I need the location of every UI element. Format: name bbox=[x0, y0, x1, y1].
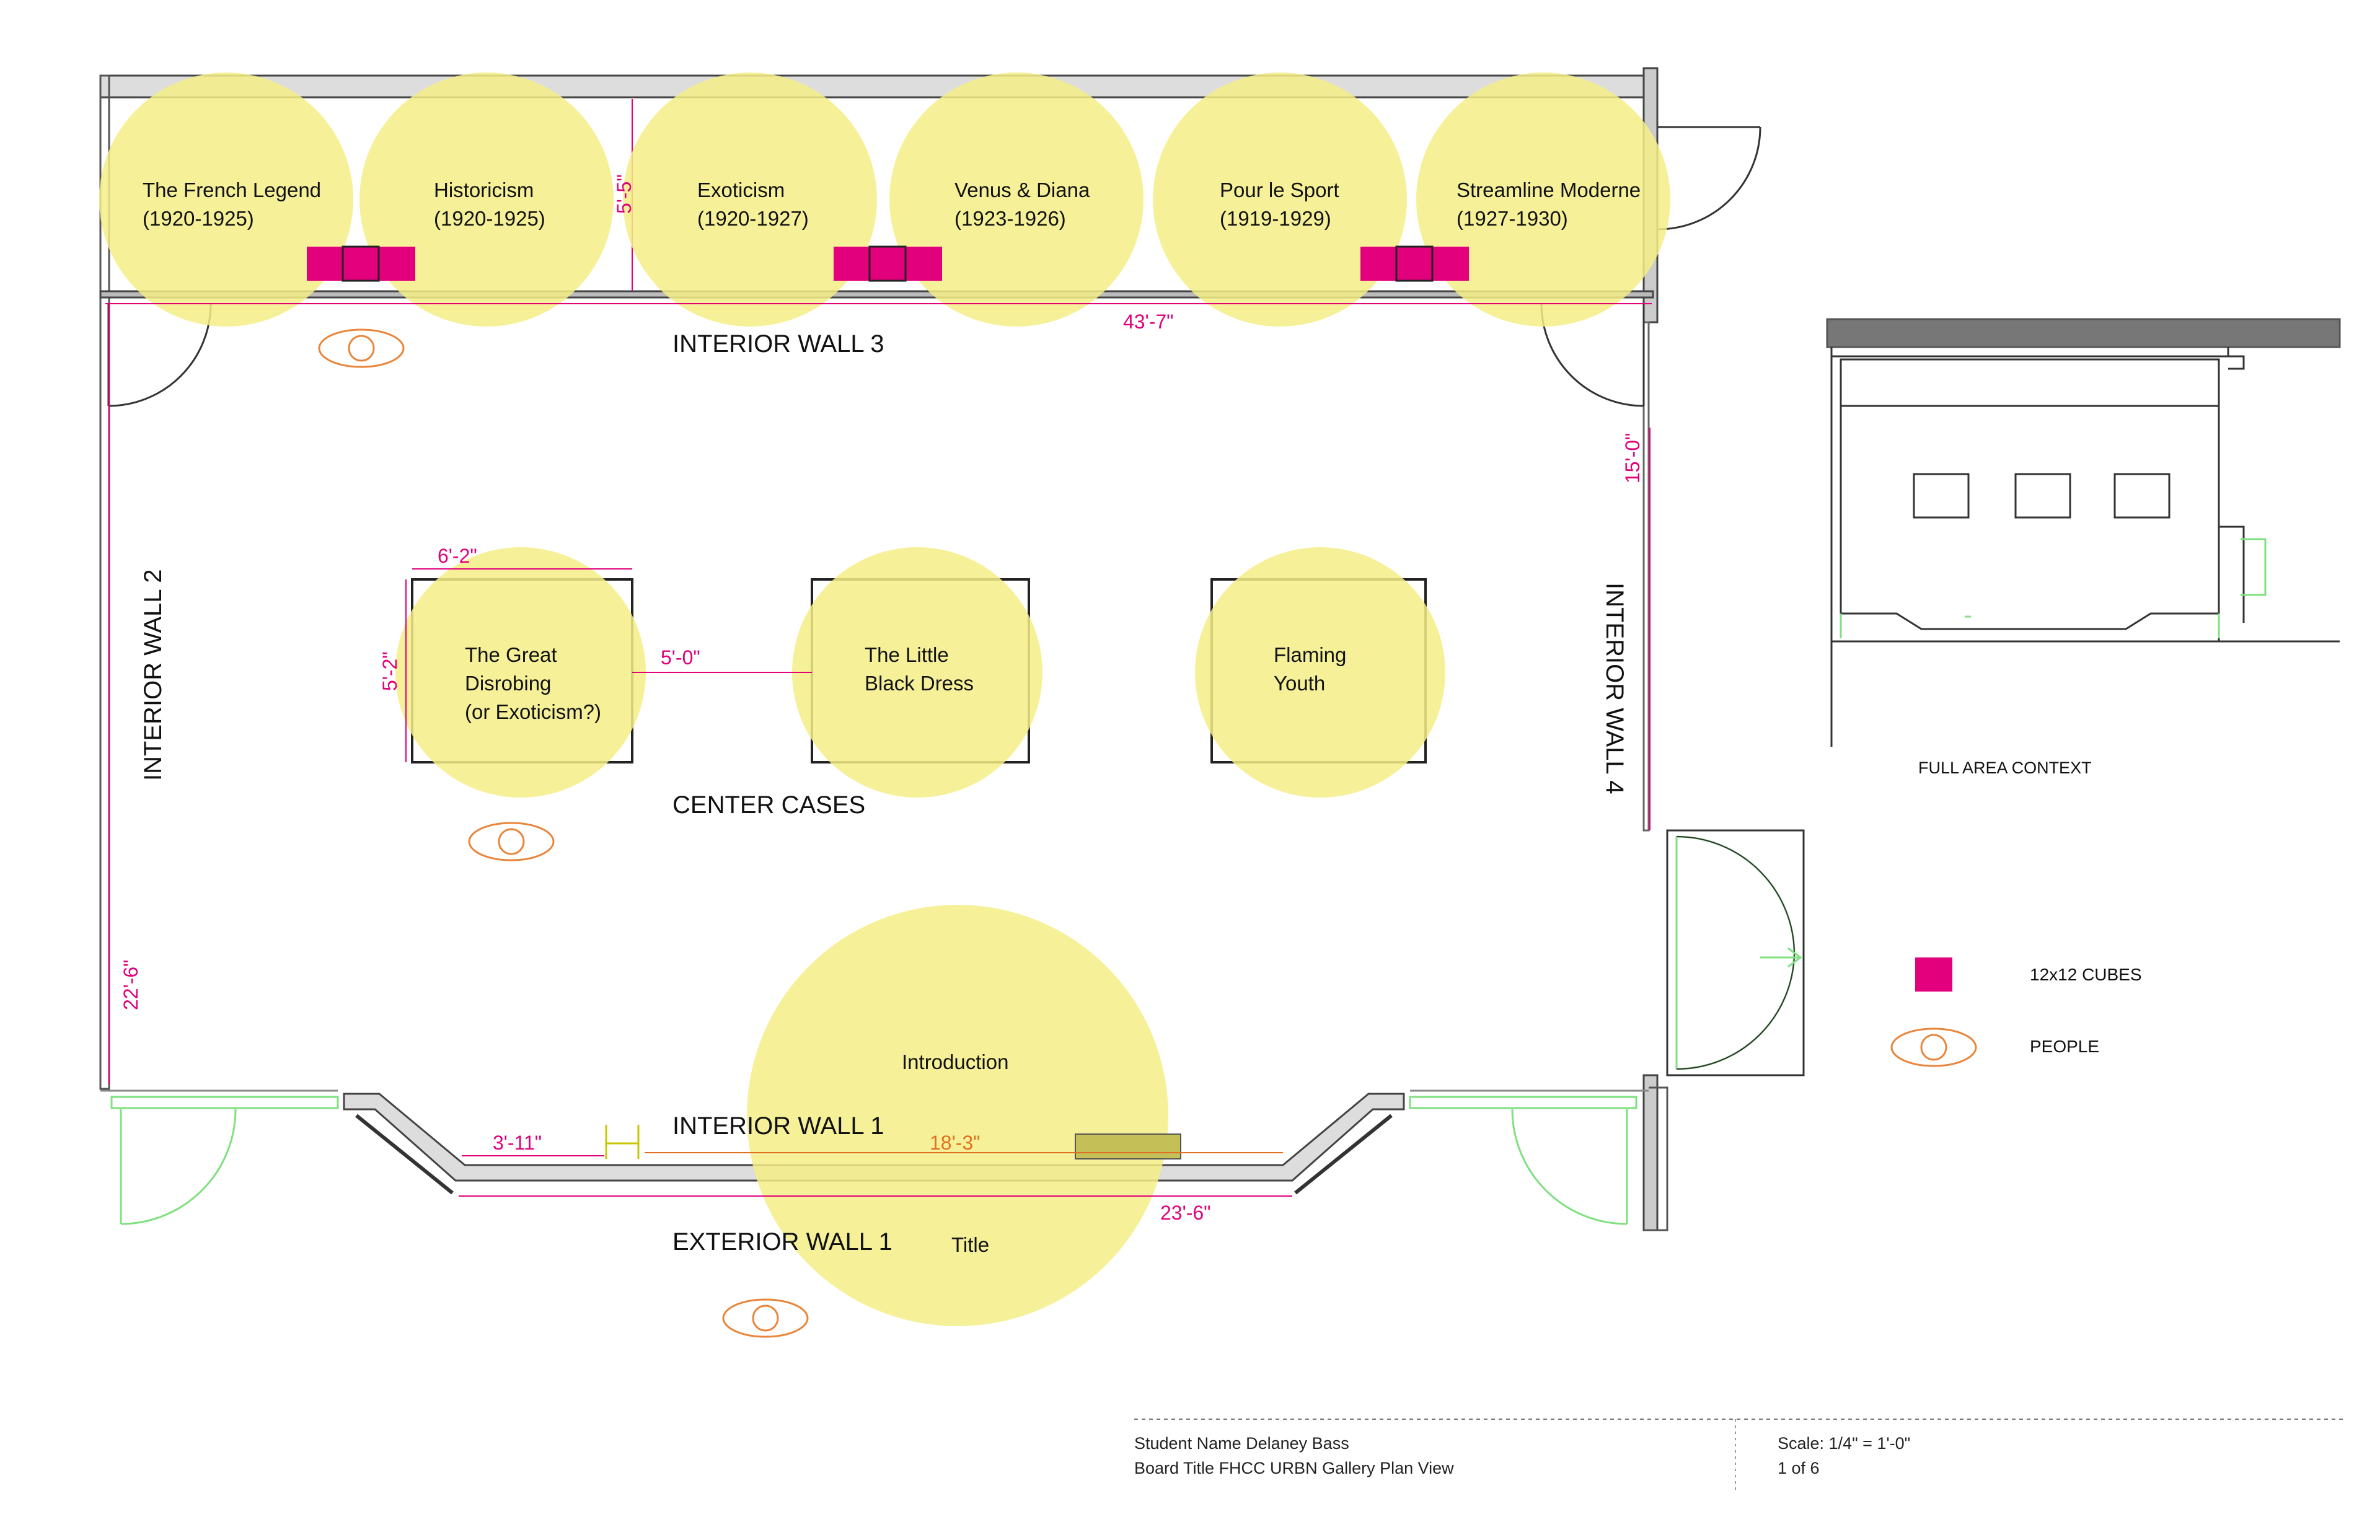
interior-wall-3-line bbox=[99, 290, 1654, 299]
green-dim bbox=[605, 1125, 640, 1159]
title-block: Student Name Delaney Bass Board Title FH… bbox=[1134, 1419, 2346, 1490]
window-left bbox=[355, 1114, 454, 1195]
context-side-walls bbox=[1840, 406, 2220, 614]
zone-exoticism bbox=[623, 73, 877, 327]
wall-labels: INTERIOR WALL 3 CENTER CASES INTERIOR WA… bbox=[139, 330, 1628, 1256]
label-pour-le-sport: Pour le Sport(1919-1929) bbox=[1220, 178, 1339, 230]
dim-ext-long: 23'-6" bbox=[1160, 1202, 1211, 1224]
label-venus-diana: Venus & Diana(1923-1926) bbox=[954, 178, 1090, 230]
label-interior-wall-1: INTERIOR WALL 1 bbox=[672, 1112, 884, 1140]
zone-historicism bbox=[359, 73, 614, 327]
dim-case-depth: 5'-2" bbox=[379, 651, 401, 691]
zone-pour-le-sport bbox=[1153, 73, 1407, 327]
label-title: Title bbox=[951, 1233, 989, 1256]
context-top-band bbox=[1826, 318, 2341, 348]
label-introduction: Introduction bbox=[902, 1050, 1008, 1073]
people bbox=[318, 328, 809, 1338]
zones bbox=[99, 73, 1670, 1326]
context-entrances bbox=[1840, 614, 2220, 638]
person-2 bbox=[468, 822, 555, 861]
context-case-3 bbox=[2113, 473, 2171, 519]
cubes bbox=[307, 245, 1469, 282]
dim-case-width: 6'-2" bbox=[438, 545, 477, 567]
zone-labels: The French Legend(1920-1925) Historicism… bbox=[143, 178, 1641, 1256]
dim-ext-mid: 18'-3" bbox=[930, 1132, 981, 1154]
context-upper-room bbox=[1840, 358, 2220, 407]
context-walls bbox=[1831, 526, 2340, 643]
legend-cube-swatch bbox=[1915, 957, 1952, 992]
legend-cubes-label: 12x12 CUBES bbox=[2030, 965, 2142, 984]
dim-case-gap: 5'-0" bbox=[661, 646, 700, 669]
context-case-1 bbox=[1913, 473, 1970, 519]
entrance-right-door bbox=[1511, 1109, 1628, 1225]
cube-group-1 bbox=[307, 245, 415, 282]
intro-panel bbox=[1075, 1133, 1181, 1159]
exit-arrow-head bbox=[1787, 947, 1802, 968]
cube-group-2 bbox=[834, 245, 942, 282]
double-door-arcs bbox=[1676, 836, 1796, 1070]
legend-people-swatch bbox=[1890, 1027, 1977, 1067]
context-case-2 bbox=[2014, 473, 2071, 519]
label-french-legend: The French Legend(1920-1925) bbox=[143, 178, 321, 230]
label-historicism: Historicism(1920-1925) bbox=[434, 178, 545, 230]
label-center-cases: CENTER CASES bbox=[672, 791, 865, 819]
zone-little-black-dress bbox=[792, 547, 1042, 798]
legend-people-label: PEOPLE bbox=[2030, 1037, 2099, 1056]
label-interior-wall-2: INTERIOR WALL 2 bbox=[139, 569, 167, 781]
double-door-upper bbox=[1675, 835, 1796, 955]
outer-top-wall bbox=[99, 74, 1654, 99]
double-door-frame bbox=[1666, 829, 1805, 1076]
exterior-wall-1 bbox=[343, 1093, 1405, 1182]
label-exoticism: Exoticism(1920-1927) bbox=[697, 178, 809, 230]
legend: 12x12 CUBES PEOPLE bbox=[1890, 957, 2142, 1067]
person-1 bbox=[318, 328, 405, 368]
scale-text: Scale: 1/4" = 1'-0" bbox=[1778, 1434, 1910, 1453]
zone-french-legend bbox=[99, 73, 353, 327]
context-ext-wall bbox=[1841, 612, 2219, 630]
dim-wall4-length: 15'-0" bbox=[1621, 433, 1644, 483]
zone-streamline bbox=[1416, 73, 1670, 327]
zone-venus-diana bbox=[889, 73, 1144, 327]
student-name: Student Name Delaney Bass bbox=[1134, 1434, 1349, 1453]
context-label: FULL AREA CONTEXT bbox=[1918, 759, 2092, 777]
dim-wall3-length: 43'-7" bbox=[1123, 310, 1174, 333]
board-title: Board Title FHCC URBN Gallery Plan View bbox=[1134, 1459, 1454, 1477]
door-left-swing bbox=[108, 303, 212, 407]
outer-right-step bbox=[1644, 1086, 1668, 1231]
dimension-lines bbox=[105, 303, 1652, 1197]
context-frame bbox=[1830, 347, 2245, 747]
entrance-left-door bbox=[120, 1109, 237, 1225]
zone-introduction bbox=[747, 905, 1168, 1326]
window-right bbox=[1294, 1114, 1393, 1195]
context-exit-door bbox=[2241, 538, 2267, 596]
entrance-right-frame bbox=[1409, 1096, 1637, 1109]
context-map bbox=[1826, 318, 2341, 747]
door-top-right-swing bbox=[1657, 126, 1761, 231]
label-interior-wall-3: INTERIOR WALL 3 bbox=[672, 330, 884, 358]
zone-flaming-youth bbox=[1195, 547, 1445, 798]
dim-alcove-depth: 5'-5" bbox=[613, 174, 635, 214]
cube-group-3 bbox=[1360, 245, 1469, 282]
page-number: 1 of 6 bbox=[1778, 1459, 1820, 1477]
label-streamline: Streamline Moderne(1927-1930) bbox=[1457, 178, 1641, 230]
label-exterior-wall-1: EXTERIOR WALL 1 bbox=[672, 1228, 892, 1256]
interior-wall-4-line bbox=[1642, 321, 1650, 832]
walls bbox=[99, 67, 1668, 1231]
zone-great-disrobing bbox=[395, 547, 646, 798]
double-door-lower bbox=[1675, 954, 1796, 1070]
label-interior-wall-4: INTERIOR WALL 4 bbox=[1601, 583, 1628, 794]
dimension-labels: 5'-5" 43'-7" 15'-0" 6'-2" 5'-2" 5'-0" 22… bbox=[120, 174, 1644, 1224]
person-3 bbox=[722, 1298, 809, 1338]
dim-ext-short: 3'-11" bbox=[493, 1132, 542, 1154]
outer-right-wall-lower bbox=[1642, 1074, 1659, 1231]
entrance-left-frame bbox=[110, 1096, 339, 1109]
dim-wall2-length: 22'-6" bbox=[120, 959, 142, 1010]
